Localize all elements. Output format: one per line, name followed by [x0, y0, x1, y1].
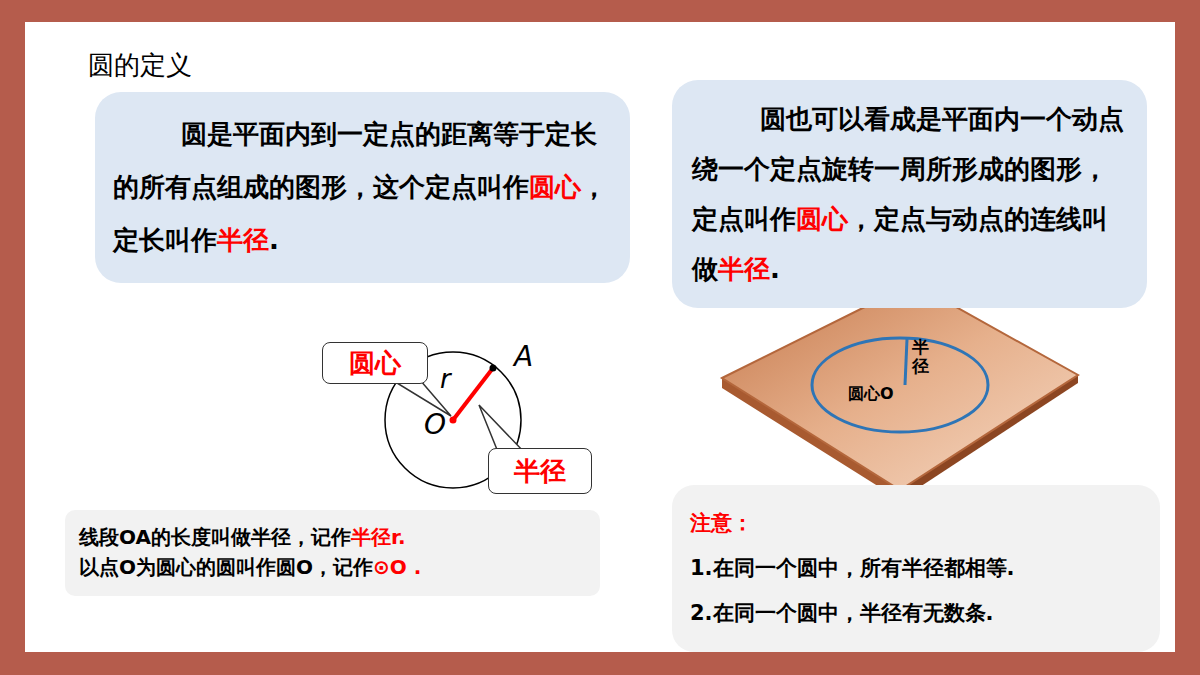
text-flow: 线段OA的长度叫做半径，记作半径r. 以点O为圆心的圆叫作圆O，记作⊙O . — [79, 522, 586, 582]
callout-tail — [479, 405, 524, 452]
body-text: . — [269, 225, 279, 255]
body-text: 以点O为圆心的圆叫作圆O，记作 — [79, 555, 373, 579]
radius-symbol: r — [440, 364, 451, 394]
body-text: 1.在同一个圆中，所有半径都相等. — [690, 546, 1142, 591]
note-box: 注意：1.在同一个圆中，所有半径都相等.2.在同一个圆中，半径有无数条. — [672, 485, 1160, 652]
board-radius — [905, 339, 907, 385]
point-dot — [490, 365, 497, 372]
callout-box: 圆心 — [322, 342, 428, 384]
callout-box: 半径 — [488, 448, 592, 494]
highlight-text: 半径 — [718, 254, 770, 284]
note-box: 线段OA的长度叫做半径，记作半径r. 以点O为圆心的圆叫作圆O，记作⊙O . — [65, 510, 600, 596]
highlight-text: 圆心 — [796, 204, 848, 234]
radius-line — [453, 368, 493, 420]
highlight-text: 圆心 — [349, 344, 401, 382]
board-edge — [722, 283, 1078, 500]
body-text: 圆是平面内到一定点的距离等于定长的所有点组成的图形，这个定点叫作 — [113, 119, 597, 202]
body-text: 2.在同一个圆中，半径有无数条. — [690, 591, 1142, 636]
highlight-text: 圆心 — [529, 172, 581, 202]
body-text: . — [770, 254, 780, 284]
slide-title: 圆的定义 — [88, 48, 192, 83]
definition-box: 圆也可以看成是平面内一个动点绕一个定点旋转一周所形成的图形，定点叫作圆心，定点与… — [672, 80, 1147, 308]
drawn-circle — [812, 338, 988, 432]
highlight-text: 半径r. — [351, 525, 406, 549]
highlight-text: ⊙O . — [373, 555, 421, 579]
definition-box: 圆是平面内到一定点的距离等于定长的所有点组成的图形，这个定点叫作圆心，定长叫作半… — [95, 92, 630, 283]
body-text: 线段OA的长度叫做半径，记作 — [79, 525, 351, 549]
board — [722, 283, 1078, 490]
board-center-label: 圆心O — [848, 384, 894, 405]
text-flow: 圆也可以看成是平面内一个动点绕一个定点旋转一周所形成的图形，定点叫作圆心，定点与… — [692, 94, 1127, 294]
center-dot — [450, 417, 457, 424]
center-label: O — [424, 408, 446, 441]
text-flow: 圆是平面内到一定点的距离等于定长的所有点组成的图形，这个定点叫作圆心，定长叫作半… — [113, 108, 610, 267]
point-label: A — [514, 340, 533, 373]
highlight-text: 半径 — [217, 225, 269, 255]
highlight-text: 注意： — [690, 501, 1142, 546]
highlight-text: 半径 — [514, 450, 566, 492]
board-radius-label: 半径 — [912, 338, 929, 375]
